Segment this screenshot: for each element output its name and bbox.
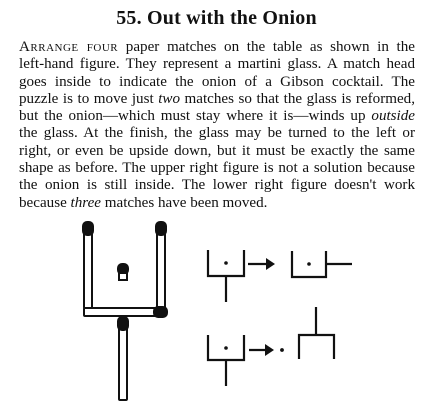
arrow-right-icon [248,258,275,270]
onion-outside-dot [280,348,284,352]
text-line-7: right, or even be upside down, but it mu… [19,142,415,159]
match-stick-icon [155,221,167,309]
puzzle-figures [82,221,352,401]
puzzle-title: 55. Out with the Onion [116,7,317,29]
text-line-2: left-hand figure. They represent a marti… [19,56,415,73]
text-line-4: puzzle is to move just two matches so th… [19,91,415,108]
glass-after-upper [290,251,352,279]
text-line-9: the onion is still inside. The lower rig… [19,177,415,194]
text-line-8: shape as before. The upper right figure … [19,160,415,177]
text-line-10-emphasis: three [70,194,101,211]
glass-before-lower [206,335,246,386]
text-line-5-a: but the onion—which must stay where it i… [19,108,372,125]
glass-after-lower [297,307,336,359]
arrow-right-icon [249,344,274,356]
text-line-10-a: because [19,194,71,211]
text-line-5: but the onion—which must stay where it i… [19,108,415,125]
lead-smallcaps: Arrange four [19,39,119,55]
text-line-4-b: matches so that the glass is reformed, [180,90,415,107]
text-line-3: goes inside to indicate the onion of a G… [19,73,415,90]
text-line-1: Arrange four paper matches on the table … [19,39,415,56]
text-line-10: because three matches have been moved. [19,195,415,212]
text-line-1-rest: paper matches on the table as shown in t… [118,39,415,55]
text-line-10-b: matches have been moved. [101,194,268,211]
match-head-onion-icon [117,263,129,281]
upper-right-figure [206,250,352,302]
text-line-4-a: puzzle is to move just [19,90,159,107]
glass-before-upper [206,250,246,302]
martini-glass-figure [82,221,168,401]
match-stick-icon [82,221,94,309]
puzzle-description: Arrange four paper matches on the table … [19,39,415,212]
match-stick-icon [117,316,129,401]
text-line-6: the glass. At the finish, the glass may … [19,125,415,142]
text-line-4-emphasis: two [158,90,180,107]
match-stick-icon [83,306,168,318]
text-line-5-emphasis: outside [371,108,415,125]
lower-right-figure [206,307,336,386]
